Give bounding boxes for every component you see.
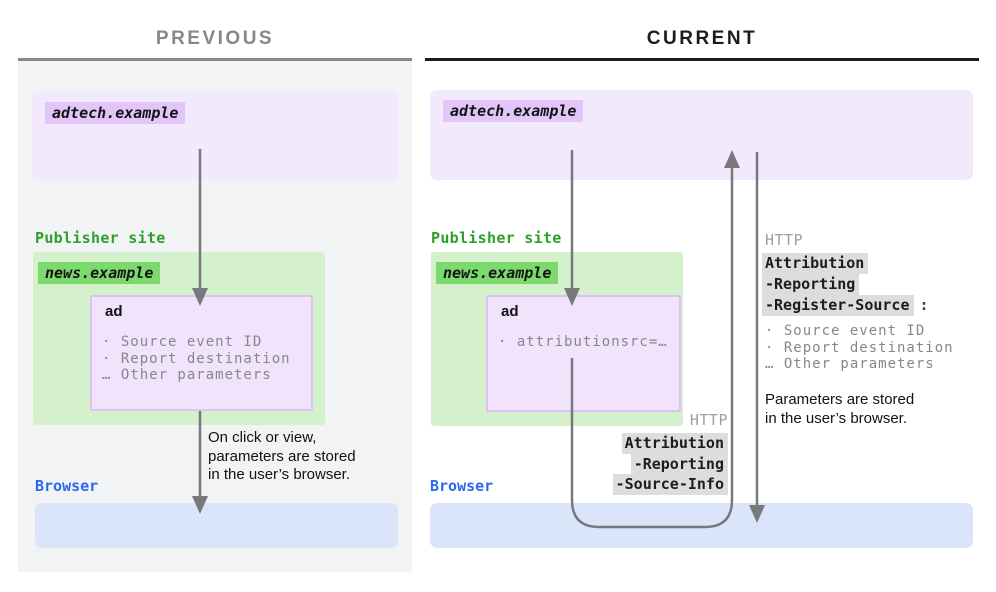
note-line: On click or view, (208, 429, 317, 446)
note-line: in the user’s browser. (765, 409, 908, 427)
adtech-box-current: adtech.example (430, 90, 973, 180)
current-title: CURRENT (646, 28, 758, 49)
adtech-box-previous: adtech.example (32, 92, 398, 180)
publisher-box-previous: news.example ad · Source event ID · Repo… (33, 252, 325, 425)
request-header-line: Attribution (621, 433, 728, 454)
response-parameters: · Source event ID · Report destination …… (765, 323, 954, 373)
publisher-site-label-current: Publisher site (431, 229, 562, 247)
browser-box-current (430, 503, 973, 548)
storage-note-current: Parameters are stored in the user’s brow… (765, 391, 914, 428)
param-line: · Report destination (102, 350, 291, 367)
param-line: … Other parameters (765, 356, 935, 372)
publisher-site-label-previous: Publisher site (35, 229, 166, 247)
param-line: · Source event ID (102, 334, 263, 350)
browser-label-current: Browser (430, 477, 494, 495)
response-header-line: Attribution (762, 253, 869, 274)
adtech-domain-label: adtech.example (45, 102, 186, 124)
ad-parameters-previous: · Source event ID · Report destination …… (102, 334, 291, 384)
news-domain-label: news.example (38, 262, 161, 284)
adtech-domain-label: adtech.example (443, 100, 584, 122)
param-line: · Source event ID (765, 323, 926, 339)
request-header-line: -Source-Info (612, 474, 728, 495)
note-line: parameters are stored (208, 447, 356, 465)
note-line: Parameters are stored (765, 391, 915, 408)
news-domain-label: news.example (436, 262, 559, 284)
colon: : (919, 296, 929, 314)
http-protocol-label: HTTP (765, 231, 804, 249)
previous-title: PREVIOUS (155, 28, 275, 49)
note-line: in the user’s browser. (208, 466, 351, 483)
http-protocol-label: HTTP (689, 411, 728, 429)
storage-note-previous: On click or view, parameters are stored … (208, 429, 356, 485)
param-line: · Report destination (765, 339, 954, 356)
ad-title: ad (501, 303, 519, 320)
request-header-line: -Reporting (630, 453, 728, 475)
response-header-line: -Register-Source (762, 295, 914, 316)
current-title-rule (425, 58, 979, 61)
param-line: · attributionsrc=… (498, 334, 668, 350)
http-request-header-block: HTTP Attribution -Reporting -Source-Info (612, 411, 728, 495)
http-response-header-block: HTTP Attribution -Reporting -Register-So… (762, 231, 954, 373)
publisher-box-current: news.example ad · attributionsrc=… (431, 252, 683, 426)
browser-box-previous (35, 503, 398, 548)
ad-box-previous: ad · Source event ID · Report destinatio… (90, 295, 313, 411)
browser-label-previous: Browser (35, 477, 99, 495)
response-header-line: -Reporting (762, 274, 860, 295)
ad-box-current: ad · attributionsrc=… (486, 295, 681, 412)
ad-title: ad (105, 303, 123, 320)
ad-parameters-current: · attributionsrc=… (498, 334, 668, 351)
param-line: … Other parameters (102, 367, 272, 383)
